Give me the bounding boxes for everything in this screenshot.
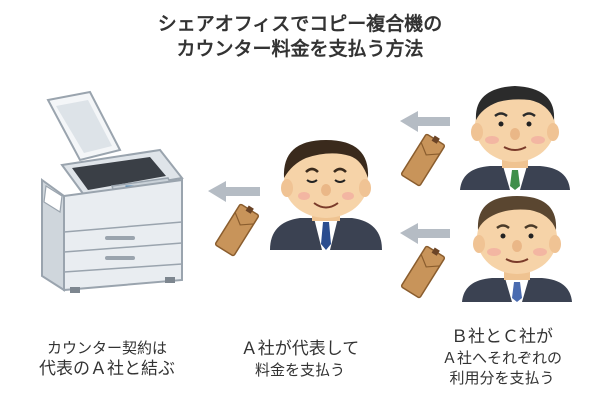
envelope-icon-c — [400, 242, 448, 299]
arrow-from-c-icon — [400, 223, 450, 244]
title-line-1: シェアオフィスでコピー複合機の — [157, 13, 443, 35]
copier-icon — [41, 90, 184, 293]
caption-center-line-1: Ａ社が代表して — [240, 339, 360, 359]
caption-left: カウンター契約は 代表のＡ社と結ぶ — [12, 338, 202, 380]
arrow-from-b-icon — [400, 111, 450, 132]
envelope-icon-b — [400, 130, 448, 187]
caption-left-line-2: 代表のＡ社と結ぶ — [39, 359, 175, 379]
caption-right-line-2: Ａ社へそれぞれの — [441, 349, 562, 367]
caption-center-line-2: 料金を支払う — [254, 361, 345, 379]
arrow-to-copier-icon — [208, 181, 260, 202]
envelope-icon-center — [214, 200, 262, 257]
person-a-icon — [270, 140, 382, 250]
caption-right-line-1: Ｂ社とＣ社が — [451, 327, 553, 347]
caption-left-line-1: カウンター契約は — [46, 339, 167, 357]
caption-right-line-3: 利用分を支払う — [449, 369, 555, 387]
caption-center: Ａ社が代表して 料金を支払う — [215, 338, 385, 380]
diagram-title: シェアオフィスでコピー複合機の カウンター料金を支払う方法 — [0, 12, 600, 62]
person-b-icon — [460, 86, 570, 190]
caption-right: Ｂ社とＣ社が Ａ社へそれぞれの 利用分を支払う — [412, 326, 592, 388]
person-c-icon — [462, 196, 572, 302]
title-line-2: カウンター料金を支払う方法 — [176, 38, 424, 60]
